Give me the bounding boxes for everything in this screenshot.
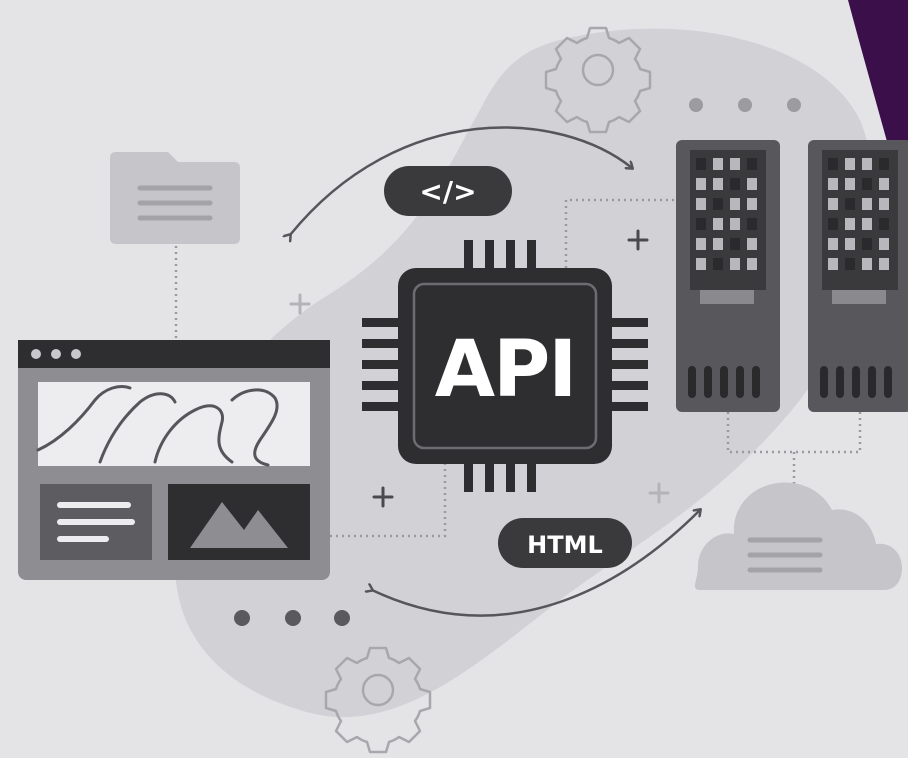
server-led <box>696 218 706 230</box>
browser-window-icon <box>18 340 330 580</box>
server-led <box>879 178 889 190</box>
server-led <box>862 238 872 250</box>
arrow-icon <box>372 510 700 617</box>
server-led <box>696 238 706 250</box>
server-led <box>879 198 889 210</box>
server-led <box>862 218 872 230</box>
plus-icon <box>372 486 394 508</box>
server-icon <box>676 140 780 412</box>
server-led <box>845 238 855 250</box>
folder-icon <box>110 152 240 244</box>
text-lines-icon <box>40 484 152 560</box>
server-led <box>845 158 855 170</box>
server-led <box>828 238 838 250</box>
server-led <box>730 238 740 250</box>
server-led <box>828 198 838 210</box>
server-led <box>845 198 855 210</box>
chip-label: API <box>435 325 576 415</box>
server-led <box>730 158 740 170</box>
server-led <box>713 238 723 250</box>
server-led <box>696 158 706 170</box>
code-tag-label: </> <box>419 175 476 208</box>
server-led <box>747 198 757 210</box>
server-led <box>696 198 706 210</box>
server-led <box>696 178 706 190</box>
server-led <box>730 218 740 230</box>
server-led <box>828 178 838 190</box>
server-led <box>879 238 889 250</box>
server-led <box>713 218 723 230</box>
server-led <box>879 158 889 170</box>
server-led <box>845 218 855 230</box>
html-tag-label: HTML <box>527 531 603 559</box>
server-led <box>713 198 723 210</box>
server-led <box>713 178 723 190</box>
server-led <box>862 178 872 190</box>
cloud-icon <box>694 482 902 590</box>
server-led <box>730 178 740 190</box>
corner-accent <box>848 0 908 222</box>
server-led <box>828 218 838 230</box>
server-led <box>862 198 872 210</box>
server-led <box>862 258 872 270</box>
server-led <box>879 258 889 270</box>
server-led <box>828 158 838 170</box>
server-led <box>747 158 757 170</box>
server-led <box>747 238 757 250</box>
html-tag-badge: HTML <box>498 518 632 568</box>
server-led <box>845 178 855 190</box>
server-led <box>730 258 740 270</box>
server-led <box>713 258 723 270</box>
plus-icon <box>648 482 670 504</box>
server-led <box>862 158 872 170</box>
server-led <box>713 158 723 170</box>
dots-indicator <box>689 98 801 112</box>
server-led <box>747 178 757 190</box>
server-led <box>696 258 706 270</box>
server-led <box>747 258 757 270</box>
code-tag-badge: </> <box>384 166 512 216</box>
server-led <box>747 218 757 230</box>
chip-icon: API <box>362 240 648 492</box>
dots-indicator <box>234 610 350 626</box>
image-icon <box>168 484 310 560</box>
server-led <box>828 258 838 270</box>
server-led <box>845 258 855 270</box>
server-led <box>879 218 889 230</box>
arrow-icon <box>290 126 632 235</box>
server-led <box>730 198 740 210</box>
plus-icon <box>289 293 311 315</box>
server-icon <box>808 140 908 412</box>
